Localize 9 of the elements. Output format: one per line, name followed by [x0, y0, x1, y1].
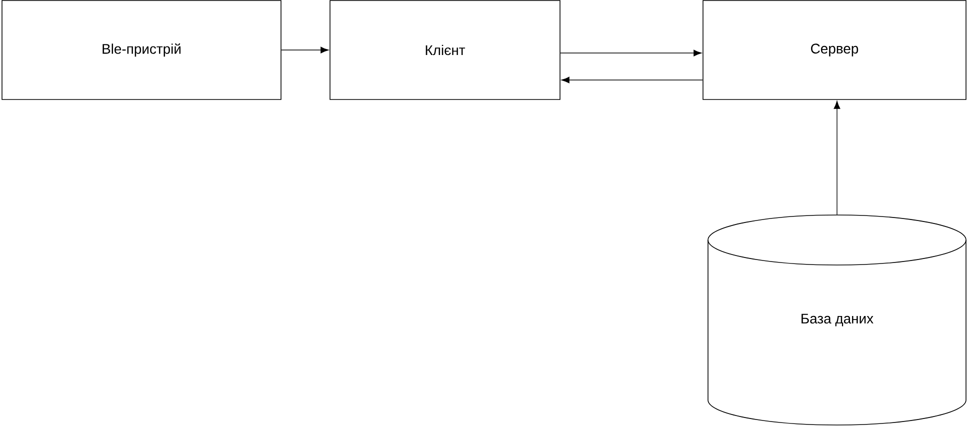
process-box: Клієнт: [330, 0, 560, 100]
arrow: [560, 50, 702, 56]
node-label: База даних: [802, 314, 874, 326]
process-box: Ble-пристрій: [2, 0, 282, 100]
arrow: [281, 46, 329, 54]
arrow: [834, 100, 840, 216]
arrow: [561, 76, 703, 84]
process-box: Сервер: [702, 0, 966, 100]
database-cylinder: База даних: [708, 214, 966, 426]
